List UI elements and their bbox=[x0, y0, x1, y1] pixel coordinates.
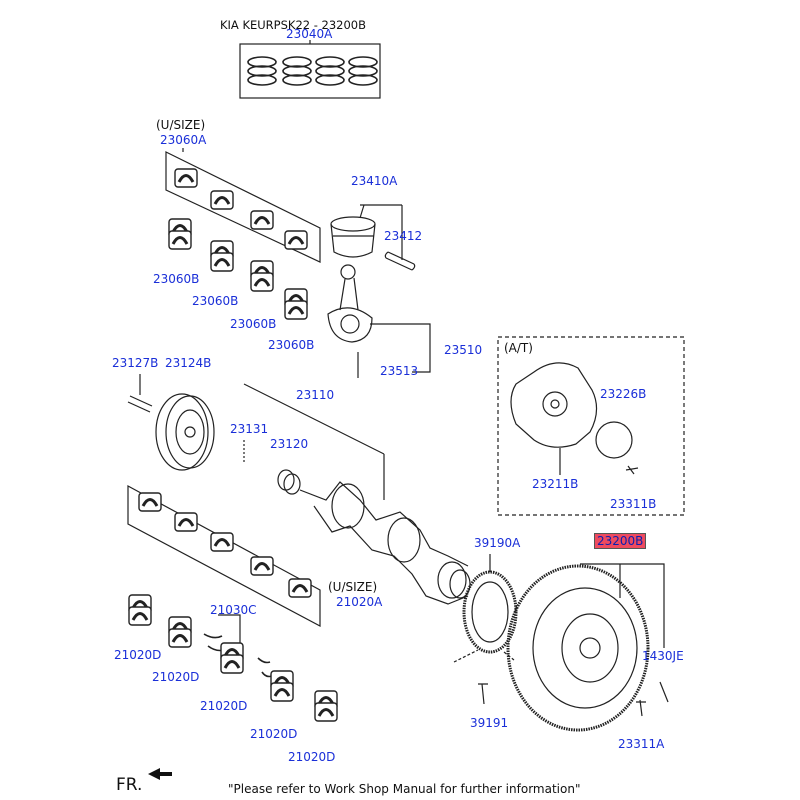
part-23311B[interactable]: 23311B bbox=[610, 497, 657, 511]
lower-bearing-tray-icon bbox=[127, 484, 321, 627]
piston-icon bbox=[330, 204, 416, 271]
footer-note: "Please refer to Work Shop Manual for fu… bbox=[228, 782, 581, 796]
part-23412[interactable]: 23412 bbox=[384, 229, 423, 243]
at-group-annotation: (A/T) bbox=[504, 341, 533, 355]
part-23124B[interactable]: 23124B bbox=[165, 356, 212, 370]
part-23060A[interactable]: 23060A bbox=[160, 133, 207, 147]
part-23410A[interactable]: 23410A bbox=[351, 174, 398, 188]
part-23311A[interactable]: 23311A bbox=[618, 737, 665, 751]
part-39191[interactable]: 39191 bbox=[470, 716, 509, 730]
part-23060B-4[interactable]: 23060B bbox=[268, 338, 315, 352]
connecting-rod-icon bbox=[327, 264, 431, 378]
flywheel-icon bbox=[453, 563, 669, 732]
crank-pulley-icon bbox=[127, 374, 215, 471]
part-39190A[interactable]: 39190A bbox=[474, 536, 521, 550]
crankshaft-icon bbox=[243, 383, 471, 605]
front-direction-arrow-icon bbox=[148, 768, 172, 780]
part-23127B[interactable]: 23127B bbox=[112, 356, 159, 370]
part-23120[interactable]: 23120 bbox=[270, 437, 309, 451]
part-23226B[interactable]: 23226B bbox=[600, 387, 647, 401]
part-23131[interactable]: 23131 bbox=[230, 422, 269, 436]
automatic-transmission-group-box bbox=[497, 336, 685, 516]
part-23040A[interactable]: 23040A bbox=[286, 27, 333, 41]
part-23060B-2[interactable]: 23060B bbox=[192, 294, 239, 308]
part-23211B[interactable]: 23211B bbox=[532, 477, 579, 491]
upper-bearing-tray-icon bbox=[165, 148, 321, 263]
usize-upper-annotation: (U/SIZE) bbox=[156, 118, 206, 132]
part-23200B-highlighted[interactable]: 23200B bbox=[594, 533, 647, 549]
part-1430JE[interactable]: 1430JE bbox=[642, 649, 684, 663]
part-23060B-3[interactable]: 23060B bbox=[230, 317, 277, 331]
front-direction-label: FR. bbox=[116, 775, 143, 795]
part-23510[interactable]: 23510 bbox=[444, 343, 483, 357]
part-21020D-1[interactable]: 21020D bbox=[114, 648, 162, 662]
part-21020A[interactable]: 21020A bbox=[336, 595, 383, 609]
part-23513[interactable]: 23513 bbox=[380, 364, 419, 378]
part-21020D-3[interactable]: 21020D bbox=[200, 699, 248, 713]
part-21030C[interactable]: 21030C bbox=[210, 603, 257, 617]
part-21020D-5[interactable]: 21020D bbox=[288, 750, 336, 764]
usize-lower-annotation: (U/SIZE) bbox=[328, 580, 378, 594]
part-21020D-4[interactable]: 21020D bbox=[250, 727, 298, 741]
piston-ring-set-icon bbox=[239, 40, 381, 99]
diagram-title: KIA KEURPSK22 - 23200B bbox=[220, 18, 367, 32]
part-21020D-2[interactable]: 21020D bbox=[152, 670, 200, 684]
part-23060B-1[interactable]: 23060B bbox=[153, 272, 200, 286]
drive-plate-icon bbox=[510, 362, 639, 475]
part-23110[interactable]: 23110 bbox=[296, 388, 335, 402]
ring-gear-icon bbox=[462, 554, 518, 654]
